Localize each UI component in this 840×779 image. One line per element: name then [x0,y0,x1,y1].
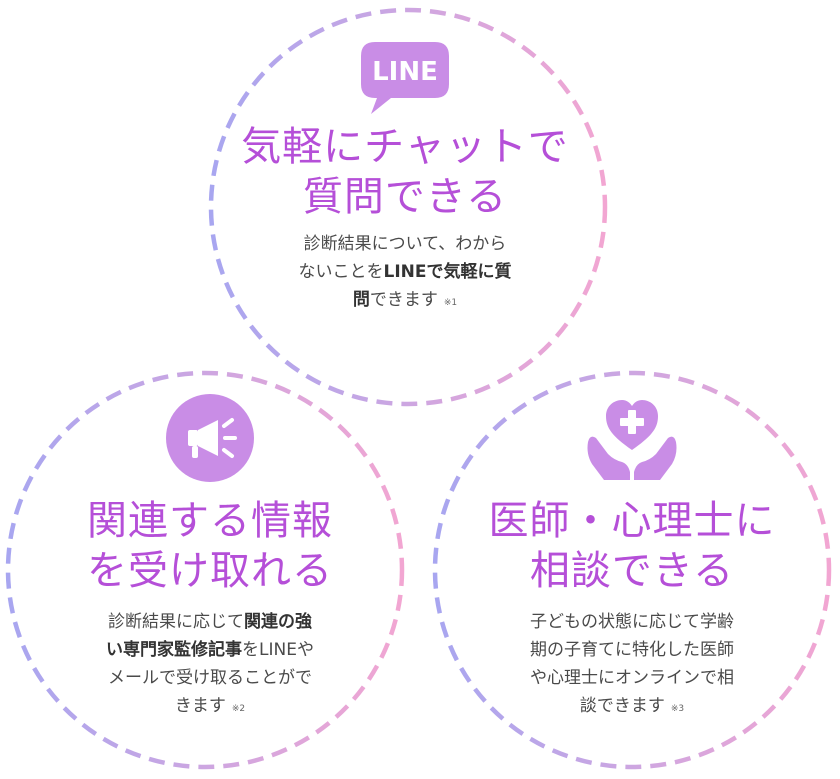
desc-text: 診断結果に応じて [108,612,244,632]
feature-description: 子どもの状態に応じて学齢 期の子育てに特化した医師 や心理士にオンラインで相 談… [482,608,782,723]
desc-text: きます [174,696,226,716]
desc-text: 期の子育てに特化した医師 [530,640,734,660]
feature-doctor-consult: 医師・心理士に 相談できる 子どもの状態に応じて学齢 期の子育てに特化した医師 … [452,392,812,723]
desc-bold: LINEで気軽に質 [383,262,512,282]
desc-text: ないことを [298,262,384,282]
feature-title: 医師・心理士に 相談できる [452,496,812,596]
footnote-mark: ※2 [231,704,246,714]
title-line: 関連する情報 [87,498,333,544]
line-speech-bubble-icon: LINE [215,38,595,118]
feature-line-chat: LINE 気軽にチャットで 質問できる 診断結果について、わから ないことをLI… [215,38,595,317]
ring-bottom-left [5,370,405,770]
title-line: 質問できる [302,174,508,220]
title-line: 相談できる [529,548,735,594]
desc-text: 子どもの状態に応じて学齢 [530,612,734,632]
title-line: 気軽にチャットで [241,124,569,170]
desc-bold: 問 [352,290,370,310]
desc-text: 診断結果について、わから [303,234,507,254]
desc-text: をLINEや [242,640,314,660]
footnote-mark: ※1 [443,298,458,308]
desc-bold: 関連の強 [244,612,312,632]
ring-top [208,7,608,407]
heart-cross-hands-icon [452,392,812,484]
feature-related-info: 関連する情報 を受け取れる 診断結果に応じて関連の強 い専門家監修記事をLINE… [30,392,390,723]
desc-text: メールで受け取ることがで [108,668,312,688]
title-line: 医師・心理士に [488,498,776,544]
title-line: を受け取れる [87,548,333,594]
feature-title: 関連する情報 を受け取れる [30,496,390,596]
footnote-mark: ※3 [670,704,685,714]
megaphone-icon [30,392,390,484]
feature-title: 気軽にチャットで 質問できる [215,122,595,222]
feature-description: 診断結果について、わから ないことをLINEで気軽に質 問できます ※1 [255,230,555,317]
desc-text: できます [369,290,438,310]
feature-description: 診断結果に応じて関連の強 い専門家監修記事をLINEや メールで受け取ることがで… [50,608,370,723]
desc-text: 談できます [579,696,665,716]
ring-bottom-right [432,370,832,770]
desc-bold: い専門家監修記事 [106,640,243,660]
line-icon-label: LINE [372,57,438,87]
desc-text: や心理士にオンラインで相 [530,668,734,688]
